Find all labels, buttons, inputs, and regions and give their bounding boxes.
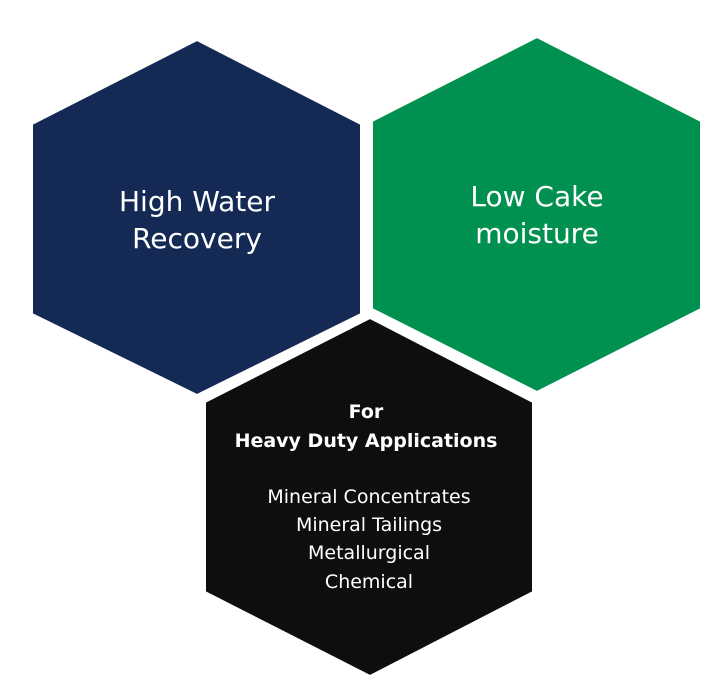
hex-left-line-1: High Water	[119, 185, 276, 218]
hex-low-cake-moisture: Low Cake moisture	[371, 35, 702, 394]
hex-bottom-heading-1: For	[349, 401, 384, 423]
hex-bottom-item: Mineral Concentrates	[267, 486, 470, 508]
hex-left-line-2: Recovery	[132, 222, 262, 255]
hex-bottom-heading-2: Heavy Duty Applications	[235, 430, 498, 452]
hex-bottom-item: Chemical	[325, 571, 413, 593]
hex-bottom-item: Metallurgical	[308, 542, 430, 564]
hex-left-shape	[31, 38, 362, 397]
hex-high-water-recovery: High Water Recovery	[31, 38, 362, 397]
hex-bottom-item: Mineral Tailings	[296, 514, 442, 536]
hex-right-shape	[371, 35, 702, 394]
hex-right-line-1: Low Cake	[470, 180, 603, 213]
hex-heavy-duty-applications: For Heavy Duty Applications Mineral Conc…	[204, 316, 534, 678]
hex-right-line-2: moisture	[475, 217, 599, 250]
hex-bottom-shape	[204, 316, 534, 678]
